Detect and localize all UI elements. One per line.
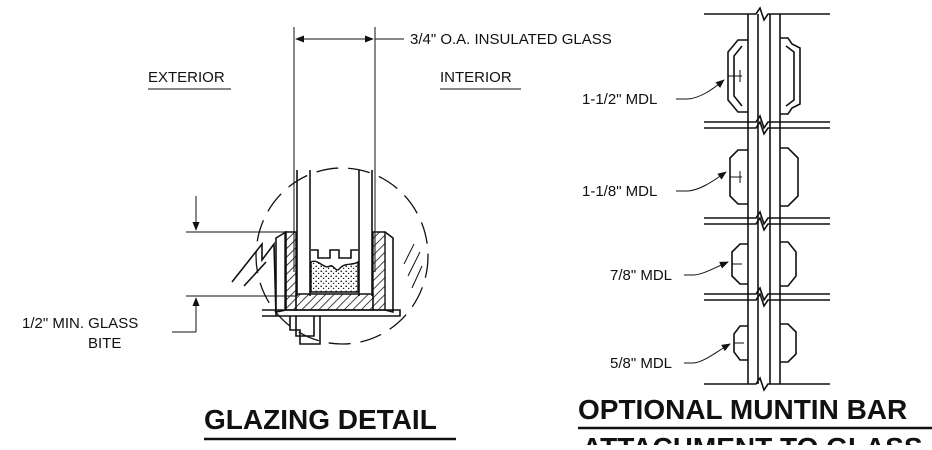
exterior-label: EXTERIOR (148, 69, 225, 86)
insulated-glass-unit (296, 170, 373, 296)
muntin-detail: 1-1/2" MDL 1-1/8" MDL 7/8" MDL 5/8" MDL … (578, 6, 932, 450)
glass-bite-label-line1: 1/2" MIN. GLASS (22, 315, 138, 332)
muntin-profile-1-1-8 (729, 147, 799, 207)
muntin-glass-lines (747, 14, 781, 384)
callout-label-7-8: 7/8" MDL (610, 267, 672, 284)
muntin-profile-1-1-2 (727, 37, 801, 115)
muntin-profile-7-8 (731, 241, 797, 287)
muntin-title-line1: OPTIONAL MUNTIN BAR (578, 394, 907, 425)
glass-bite-label-line2: BITE (88, 335, 121, 352)
frame-and-stops (231, 230, 401, 345)
glazing-detail: 3/4" O.A. INSULATED GLASS EXTERIOR INTER… (22, 27, 612, 441)
callout-label-5-8: 5/8" MDL (610, 355, 672, 372)
muntin-callouts: 1-1/2" MDL 1-1/8" MDL 7/8" MDL 5/8" MDL (582, 79, 731, 372)
section-break-lines (704, 6, 830, 392)
callout-label-1-1-2: 1-1/2" MDL (582, 91, 657, 108)
glazing-detail-title: GLAZING DETAIL (204, 404, 437, 435)
glass-bite-dimension: 1/2" MIN. GLASS BITE (22, 196, 296, 352)
glass-width-label: 3/4" O.A. INSULATED GLASS (410, 31, 612, 48)
muntin-title-line2: ATTACHMENT TO GLASS (582, 432, 923, 445)
glass-width-dimension: 3/4" O.A. INSULATED GLASS (293, 27, 612, 272)
detail-circle (255, 167, 429, 345)
callout-label-1-1-8: 1-1/8" MDL (582, 183, 657, 200)
interior-label: INTERIOR (440, 69, 512, 86)
break-marks (403, 243, 423, 289)
muntin-profile-5-8 (733, 323, 797, 363)
